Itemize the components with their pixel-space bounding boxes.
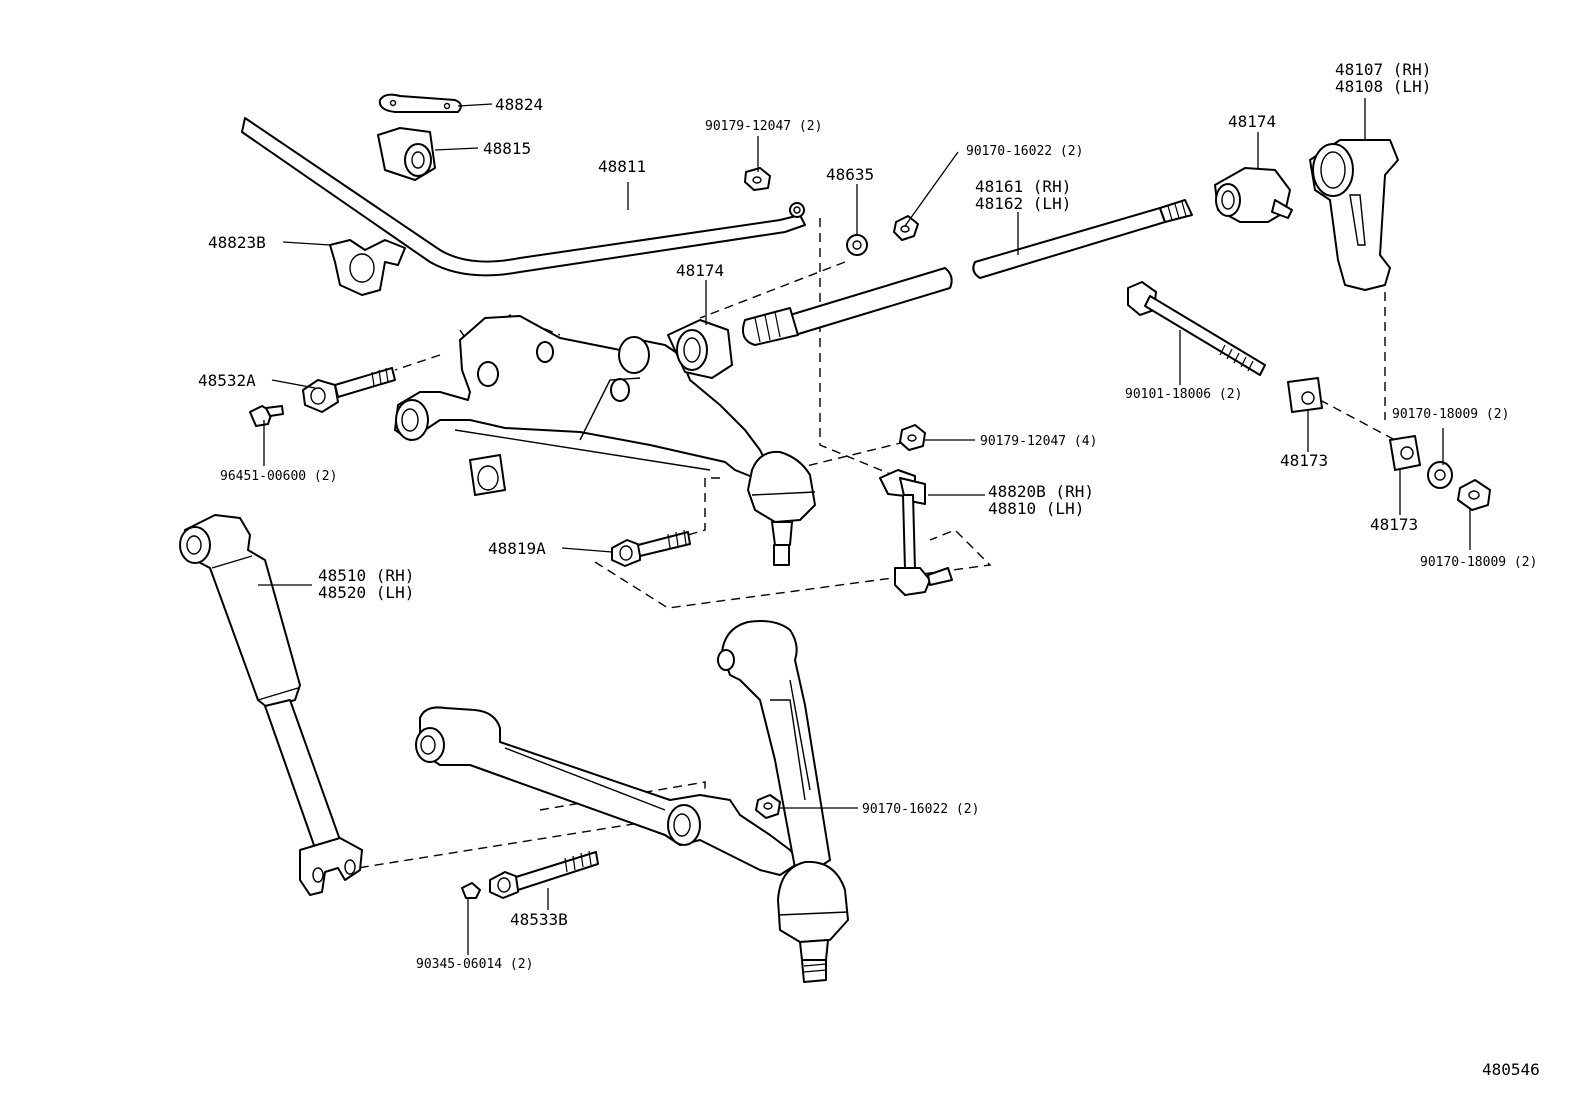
torsion-bar-arm [1309,139,1399,291]
arm-bolt [489,850,599,899]
label-90345-06014-2: 90345-06014 (2) [416,957,533,972]
label-48173-upper: 48173 [1280,451,1328,470]
label-48174-right: 48174 [1228,112,1276,131]
label-90179-12047-2: 90179-12047 (2) [705,119,822,134]
cam-bolt [302,367,396,413]
label-90170-16022-2-bottom: 90170-16022 (2) [862,802,979,817]
shock-absorber [179,514,363,896]
grease-fitting-lower [461,882,481,899]
nut-stabilizer-link [899,424,926,451]
label-90170-16022-2-top: 90170-16022 (2) [966,144,1083,159]
label-90179-12047-4: 90179-12047 (4) [980,434,1097,449]
long-bolt [1127,281,1266,376]
bracket-plate [378,93,462,113]
label-90101-18006-2: 90101-18006 (2) [1125,387,1242,402]
label-48823b: 48823B [208,233,266,252]
nut-upper-right [893,215,919,241]
label-48107-rh: 48107 (RH) [1335,60,1431,79]
adjuster-lower [1389,435,1421,471]
label-48173-lower: 48173 [1370,515,1418,534]
nut-top [744,167,771,191]
label-48811: 48811 [598,157,646,176]
label-48635: 48635 [826,165,874,184]
ball-joint-lower-arm [747,450,816,566]
diagram-id: 480546 [1482,1060,1540,1079]
anchor-arm-left [667,319,733,379]
label-48533b: 48533B [510,910,568,929]
adjusting-bolt [611,529,691,567]
label-48174-left: 48174 [676,261,724,280]
label-48819a: 48819A [488,539,546,558]
label-48161-rh: 48161 (RH) [975,177,1071,196]
lower-suspension-arm [394,315,771,496]
ball-joint-upper-arm [777,860,849,983]
label-48510-rh: 48510 (RH) [318,566,414,585]
label-48810-lh: 48810 (LH) [988,499,1084,518]
cushion [846,234,868,256]
label-90170-18009-2-lower: 90170-18009 (2) [1420,555,1537,570]
label-48108-lh: 48108 (LH) [1335,77,1431,96]
washer-and-nut [1427,461,1491,511]
label-96451-00600-2: 96451-00600 (2) [220,469,337,484]
label-48824: 48824 [495,95,543,114]
label-48815: 48815 [483,139,531,158]
label-48520-lh: 48520 (LH) [318,583,414,602]
anchor-arm-right [1214,167,1293,223]
upper-suspension-arm [415,620,831,876]
stabilizer-bracket [329,239,406,296]
grease-fitting-upper [249,405,284,427]
label-48162-lh: 48162 (LH) [975,194,1071,213]
adjuster-upper [1287,377,1323,413]
stabilizer-bar [241,117,806,277]
label-48532a: 48532A [198,371,256,390]
label-48820b-rh: 48820B (RH) [988,482,1094,501]
callout-labels: 48824 48815 48811 48823B 90179-12047 (2)… [198,60,1540,1079]
nut-lower [755,794,781,819]
stabilizer-bushing [377,127,436,181]
label-90170-18009-2-upper: 90170-18009 (2) [1392,407,1509,422]
stabilizer-link [879,469,953,596]
leader-lines [258,98,1471,955]
torsion-bar [742,199,1193,346]
